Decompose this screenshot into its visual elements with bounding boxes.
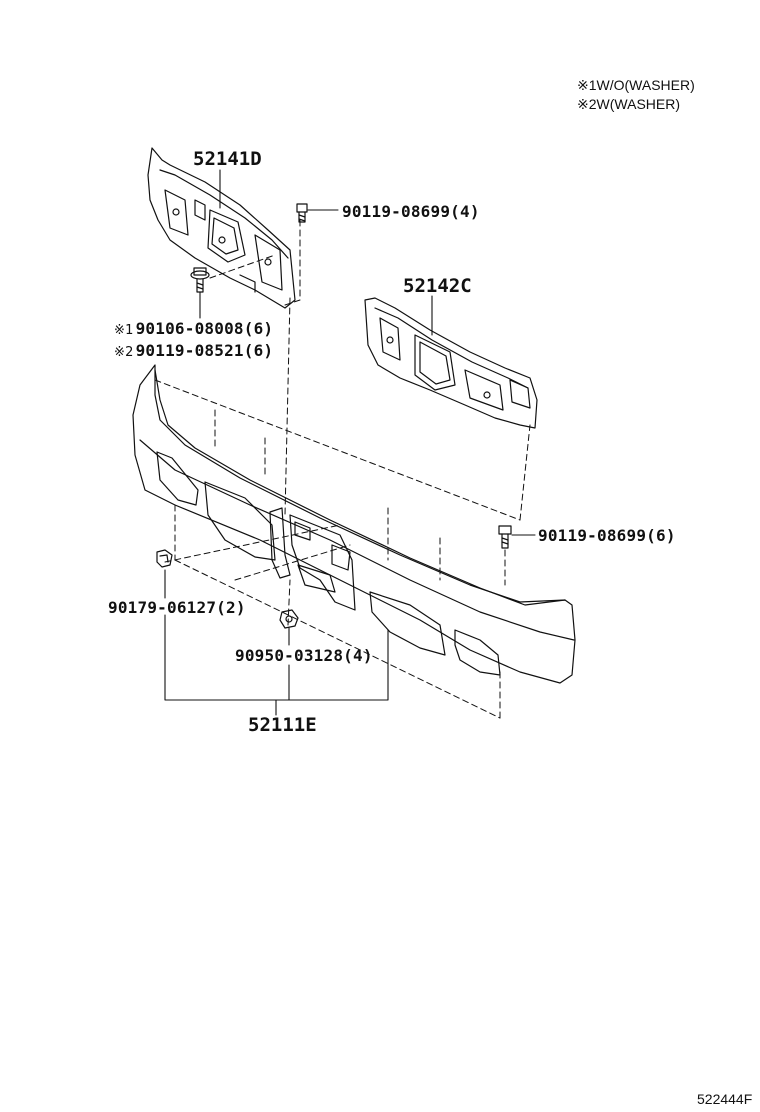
note-mark-2: ※2 bbox=[577, 96, 597, 112]
bolt-side-icon bbox=[498, 525, 512, 549]
clip-icon bbox=[156, 549, 173, 568]
bumper-part bbox=[132, 364, 576, 684]
label-nut: 90950-03128(4) bbox=[235, 646, 373, 665]
note-text-2: W(WASHER) bbox=[596, 96, 680, 112]
part-number-no-washer: 90106-08008(6) bbox=[135, 319, 274, 338]
leader-lines bbox=[164, 169, 536, 716]
label-clip: 90179-06127(2) bbox=[108, 598, 246, 617]
label-stay-lower: 52142C bbox=[403, 275, 472, 297]
note-with-washer: ※2W(WASHER) bbox=[577, 97, 680, 111]
mark-2: ※2 bbox=[114, 345, 134, 360]
upper-stay-part bbox=[147, 147, 296, 309]
label-bumper-assembly: 52111E bbox=[248, 714, 317, 736]
nut-icon bbox=[279, 609, 299, 629]
lower-stay-part bbox=[364, 297, 538, 429]
assembly-dashed-lines bbox=[154, 219, 531, 719]
label-bolt-side: 90119-08699(6) bbox=[538, 526, 676, 545]
bolt-washer-icon bbox=[190, 267, 210, 293]
note-text-1: W/O(WASHER) bbox=[596, 77, 695, 93]
note-without-washer: ※1W/O(WASHER) bbox=[577, 78, 695, 92]
diagram-reference: 522444F bbox=[697, 1091, 753, 1107]
note-mark-1: ※1 bbox=[577, 77, 597, 93]
label-stay-upper: 52141D bbox=[193, 148, 262, 170]
part-number-with-washer: 90119-08521(6) bbox=[135, 341, 274, 360]
bolt-upper-icon bbox=[296, 203, 308, 223]
mark-1: ※1 bbox=[114, 323, 134, 338]
label-bolt-upper: 90119-08699(4) bbox=[342, 202, 480, 221]
